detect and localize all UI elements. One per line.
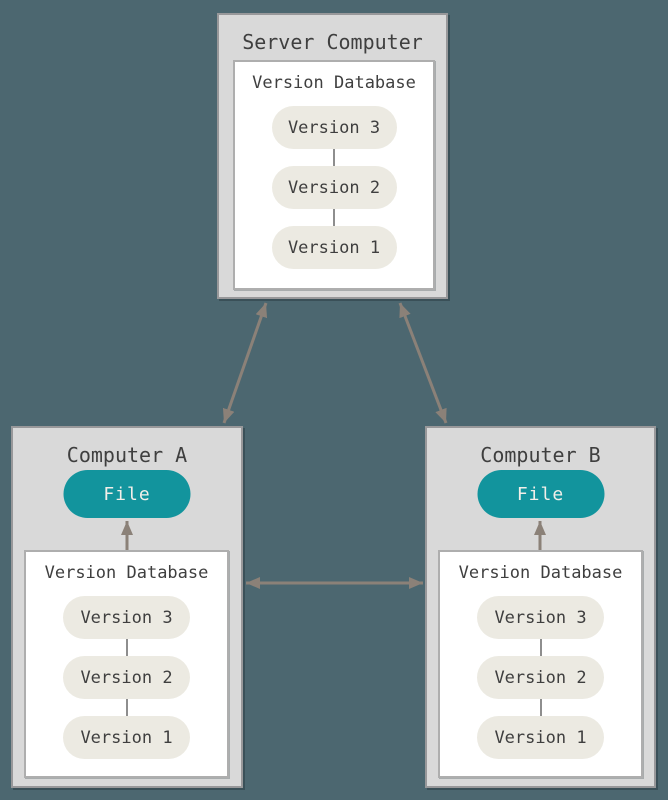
- computer-a-title: Computer A: [66, 443, 188, 467]
- computer-b-box: Computer B File Version Database Version…: [425, 426, 656, 788]
- version-connector-line: [539, 639, 542, 656]
- computer-a-version-database-box: Version Database Version 3 Version 2 Ver…: [24, 550, 229, 778]
- computer-b-version-2-pill: Version 2: [477, 656, 604, 699]
- server-version-1-pill: Version 1: [271, 226, 397, 269]
- computer-b-file-pill: File: [477, 470, 604, 518]
- computer-b-version-database-box: Version Database Version 3 Version 2 Ver…: [438, 550, 643, 778]
- arrow-server-to-computer-a: [222, 302, 268, 424]
- computer-a-version-1-pill: Version 1: [63, 716, 190, 759]
- computer-b-version-database-label: Version Database: [458, 563, 623, 583]
- version-connector-line: [333, 149, 335, 166]
- version-connector-line: [125, 639, 128, 656]
- computer-a-file-pill: File: [63, 470, 191, 518]
- computer-a-version-database-label: Version Database: [44, 563, 209, 583]
- version-connector-line: [539, 699, 542, 716]
- arrow-server-to-computer-b: [398, 302, 448, 424]
- server-title: Server Computer: [242, 30, 423, 54]
- computer-a-version-2-pill: Version 2: [63, 656, 190, 699]
- computer-b-version-3-pill: Version 3: [477, 596, 604, 639]
- version-connector-line: [125, 699, 128, 716]
- computer-b-title: Computer B: [480, 443, 601, 467]
- computer-a-version-3-pill: Version 3: [63, 596, 190, 639]
- server-computer-box: Server Computer Version Database Version…: [217, 13, 448, 299]
- server-version-3-pill: Version 3: [271, 106, 397, 149]
- version-connector-line: [333, 209, 335, 226]
- server-version-database-box: Version Database Version 3 Version 2 Ver…: [233, 60, 435, 290]
- computer-a-box: Computer A File Version Database Version…: [11, 426, 243, 788]
- server-version-2-pill: Version 2: [271, 166, 397, 209]
- computer-b-version-1-pill: Version 1: [477, 716, 604, 759]
- server-version-database-label: Version Database: [252, 73, 416, 93]
